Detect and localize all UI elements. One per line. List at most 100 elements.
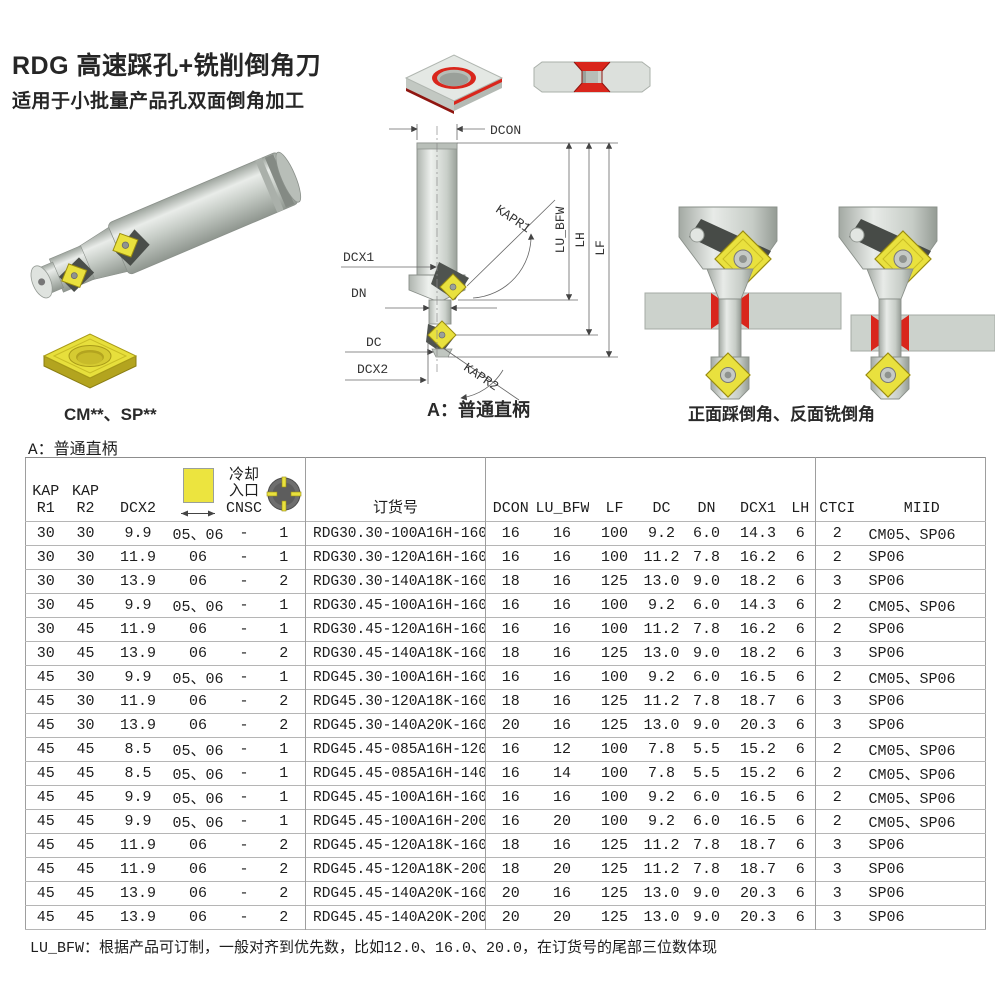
table-cell: RDG30.45-100A16H-160 xyxy=(305,593,486,618)
table-cell: 6 xyxy=(785,641,816,666)
table-cell: 16 xyxy=(535,689,589,714)
table-cell: 16 xyxy=(535,881,589,906)
table-cell: 7.8 xyxy=(682,545,731,570)
table-cell: 6 xyxy=(785,713,816,738)
table-cell: 1 xyxy=(262,785,306,810)
table-cell: 45 xyxy=(65,593,106,618)
table-cell: 18.7 xyxy=(730,833,786,858)
table-cell: 5.5 xyxy=(682,761,731,786)
table-cell: - xyxy=(225,545,263,570)
table-cell: 45 xyxy=(25,881,66,906)
table-cell: 16 xyxy=(535,569,589,594)
table-cell: 9.0 xyxy=(682,713,731,738)
table-cell: 16.2 xyxy=(730,545,786,570)
table-cell: 6.0 xyxy=(682,593,731,618)
table-cell: 3 xyxy=(815,857,859,882)
table-cell: 45 xyxy=(65,881,106,906)
table-cell: 9.0 xyxy=(682,569,731,594)
table-cell: 100 xyxy=(588,545,641,570)
table-cell: 2 xyxy=(262,569,306,594)
table-cell: SP06 xyxy=(858,905,986,930)
table-cell: 6 xyxy=(785,881,816,906)
table-cell: 100 xyxy=(588,593,641,618)
table-cell: RDG45.30-100A16H-160 xyxy=(305,665,486,690)
table-cell: 18.7 xyxy=(730,689,786,714)
table-cell: - xyxy=(225,857,263,882)
table-cell: 13.0 xyxy=(640,713,683,738)
table-cell: 11.2 xyxy=(640,857,683,882)
table-cell: 11.9 xyxy=(105,545,171,570)
table-cell: 06 xyxy=(170,545,226,570)
table-cell: SP06 xyxy=(858,641,986,666)
table-cell: 6 xyxy=(785,809,816,834)
table-cell: 16.5 xyxy=(730,785,786,810)
col-miid: MIID xyxy=(903,500,940,518)
table-cell: 16.5 xyxy=(730,809,786,834)
table-cell: - xyxy=(225,761,263,786)
table-cell: 7.8 xyxy=(682,857,731,882)
table-cell: 2 xyxy=(262,713,306,738)
table-cell: 18 xyxy=(485,689,536,714)
table-cell: 6 xyxy=(785,665,816,690)
table-cell: 3 xyxy=(815,569,859,594)
table-cell: RDG45.30-140A20K-160 xyxy=(305,713,486,738)
table-cell: 45 xyxy=(25,809,66,834)
table-cell: 125 xyxy=(588,857,641,882)
table-cell: 30 xyxy=(25,569,66,594)
insert-size-icon xyxy=(182,468,214,504)
table-cell: 45 xyxy=(25,785,66,810)
table-cell: 16 xyxy=(485,545,536,570)
table-cell: - xyxy=(225,617,263,642)
table-cell: 6 xyxy=(785,521,816,546)
table-cell: 06 xyxy=(170,905,226,930)
table-cell: - xyxy=(225,641,263,666)
table-cell: 14.3 xyxy=(730,593,786,618)
table-cell: 14 xyxy=(535,761,589,786)
table-cell: 30 xyxy=(65,713,106,738)
table-cell: RDG45.45-085A16H-140 xyxy=(305,761,486,786)
table-cell: 06 xyxy=(170,833,226,858)
table-cell: RDG30.45-140A18K-160 xyxy=(305,641,486,666)
insert-1 xyxy=(61,263,88,289)
table-cell: 3 xyxy=(815,713,859,738)
table-cell: SP06 xyxy=(858,689,986,714)
application-illustration xyxy=(644,206,995,400)
col-coolant-count xyxy=(263,458,306,522)
dim-label-dcx1: DCX1 xyxy=(343,250,374,265)
front-chamfer-unit xyxy=(644,206,842,400)
table-cell: 45 xyxy=(65,641,106,666)
table-cell: 5.5 xyxy=(682,737,731,762)
table-cell: 16 xyxy=(535,521,589,546)
workpiece-plate-illustration xyxy=(404,54,504,114)
table-cell: 11.9 xyxy=(105,857,171,882)
table-cell: 2 xyxy=(815,737,859,762)
table-cell: 45 xyxy=(65,785,106,810)
col-dcx2: DCX2 xyxy=(119,500,156,518)
insert-3d-illustration xyxy=(42,333,138,389)
table-cell: 16.2 xyxy=(730,617,786,642)
table-cell: 125 xyxy=(588,881,641,906)
workpiece-section-illustration xyxy=(533,61,651,93)
table-cell: 45 xyxy=(65,737,106,762)
table-cell: 30 xyxy=(65,521,106,546)
table-cell: 16 xyxy=(535,713,589,738)
table-cell: RDG30.45-120A16H-160 xyxy=(305,617,486,642)
table-cell: 20 xyxy=(535,857,589,882)
table-cell: 3 xyxy=(815,689,859,714)
table-cell: 06 xyxy=(170,617,226,642)
table-cell: 7.8 xyxy=(640,761,683,786)
table-cell: 16 xyxy=(485,737,536,762)
table-cell: 9.2 xyxy=(640,785,683,810)
table-cell: 05、06 xyxy=(170,593,226,618)
table-cell: 13.9 xyxy=(105,881,171,906)
dim-label-lu-bfw: LU_BFW xyxy=(553,206,568,253)
table-cell: - xyxy=(225,689,263,714)
table-cell: 06 xyxy=(170,641,226,666)
table-cell: 16 xyxy=(535,641,589,666)
table-cell: 6.0 xyxy=(682,809,731,834)
table-cell: 05、06 xyxy=(170,665,226,690)
table-cell: 6 xyxy=(785,617,816,642)
